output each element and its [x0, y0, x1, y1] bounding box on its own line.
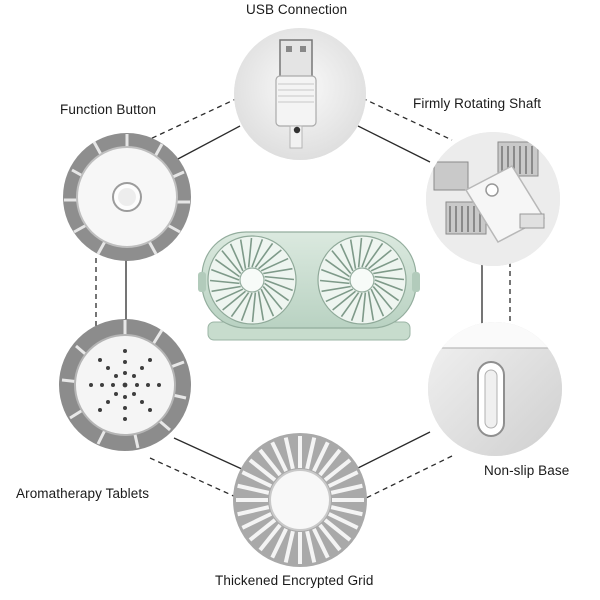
hinge-shaft-icon [426, 132, 560, 266]
label-function-button: Function Button [60, 102, 157, 117]
power-button-icon [62, 132, 192, 262]
label-usb-connection: USB Connection [246, 2, 348, 17]
dual-fan-icon [198, 226, 420, 346]
fan-grille-icon [232, 432, 368, 568]
label-aromatherapy-tablets: Aromatherapy Tablets [16, 486, 150, 501]
label-non-slip-base: Non-slip Base [484, 463, 570, 478]
label-encrypted-grid: Thickened Encrypted Grid [215, 573, 374, 588]
rubber-base-icon [428, 322, 562, 456]
usb-plug-icon [234, 28, 366, 160]
label-rotating-shaft: Firmly Rotating Shaft [413, 96, 542, 111]
aroma-disc-icon [58, 318, 192, 452]
